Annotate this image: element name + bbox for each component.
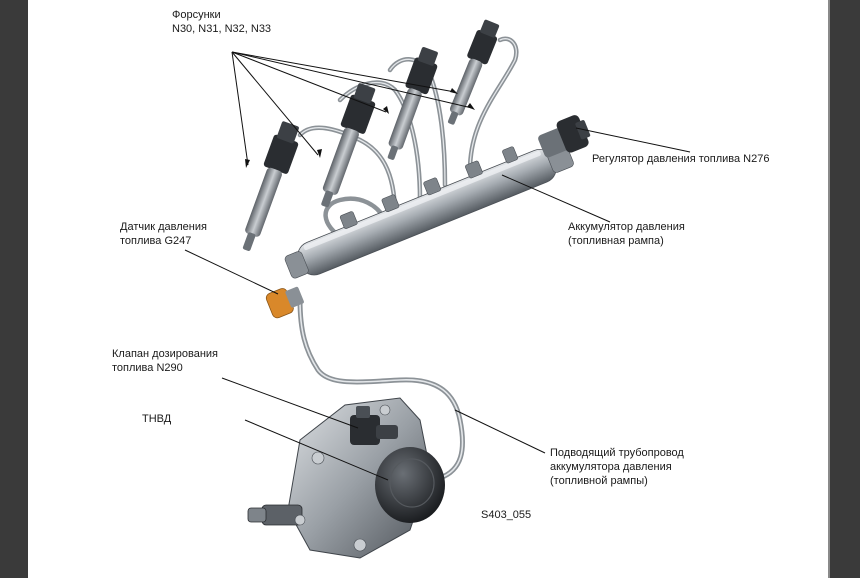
fuel-rail [284, 144, 574, 279]
label-injectors-line2: N30, N31, N32, N33 [172, 23, 272, 35]
label-metering-valve: Клапан дозирования топлива N290 [112, 347, 218, 375]
label-accumulator-line1: Аккумулятор давления [568, 221, 685, 233]
injector-3 [387, 47, 438, 160]
label-pressure-regulator: Регулятор давления топлива N276 [592, 152, 769, 166]
injector-4 [447, 19, 500, 125]
label-pressure-regulator-line1: Регулятор давления топлива N276 [592, 153, 770, 165]
leader-arrows [245, 88, 475, 168]
label-injectors: Форсунки N30, N31, N32, N33 [172, 8, 271, 36]
label-accumulator: Аккумулятор давления (топливная рампа) [568, 220, 685, 248]
label-pump: ТНВД [142, 412, 171, 426]
label-supply-line: Подводящий трубопровод аккумулятора давл… [550, 446, 684, 488]
pressure-regulator [538, 115, 591, 158]
injector-1 [242, 121, 299, 251]
leader-lines [184, 51, 691, 481]
label-supply-line-line2: аккумулятора давления [550, 461, 672, 473]
label-pressure-sensor-line1: Датчик давления [120, 221, 207, 233]
label-figure-code: S403_055 [481, 508, 531, 522]
label-figure-code-line1: S403_055 [481, 509, 532, 521]
label-supply-line-line1: Подводящий трубопровод [550, 447, 684, 459]
label-pump-line1: ТНВД [142, 413, 172, 425]
label-pressure-sensor: Датчик давления топлива G247 [120, 220, 207, 248]
label-injectors-line1: Форсунки [172, 9, 221, 21]
pressure-sensor [265, 286, 304, 319]
injector-2 [321, 83, 376, 208]
label-supply-line-line3: (топливной рампы) [550, 475, 648, 487]
frame-right [830, 0, 860, 578]
label-accumulator-line2: (топливная рампа) [568, 235, 664, 247]
label-metering-valve-line1: Клапан дозирования [112, 348, 218, 360]
label-pressure-sensor-line2: топлива G247 [120, 235, 192, 247]
frame-right-edge [828, 0, 830, 578]
frame-left [0, 0, 28, 578]
label-metering-valve-line2: топлива N290 [112, 362, 183, 374]
high-pressure-pump [247, 397, 445, 559]
